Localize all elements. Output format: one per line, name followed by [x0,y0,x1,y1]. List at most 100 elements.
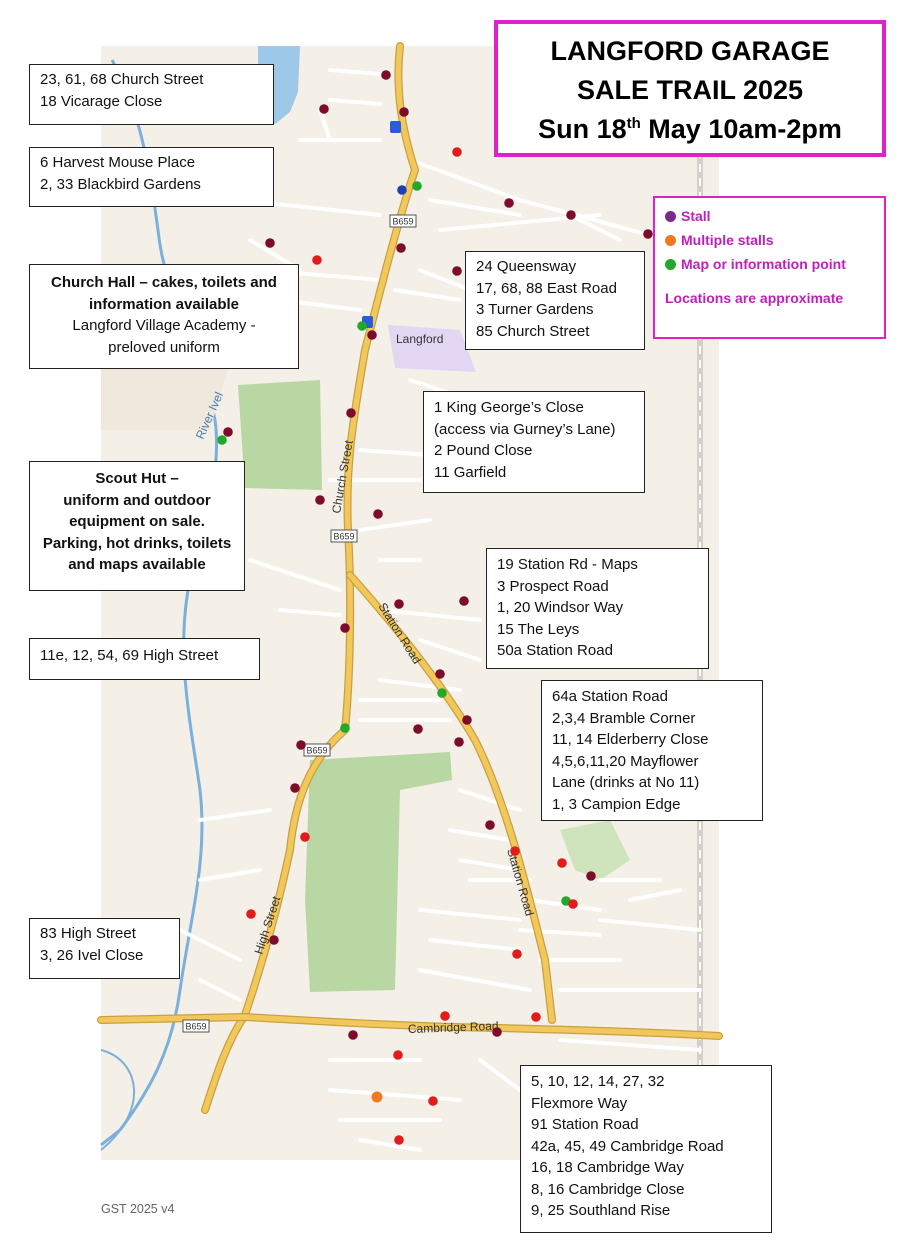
b659-shield-3: B659 [306,746,327,756]
stall-marker [452,266,462,276]
park-north [238,380,322,490]
box-line: 2 Pound Close [434,442,533,459]
red-marker [312,255,322,265]
red-marker [568,899,578,909]
red-marker [393,1050,403,1060]
stall-marker [504,198,514,208]
stall-marker [296,740,306,750]
stall-marker [290,783,300,793]
box-scout-hut: Scout Hut – uniform and outdoor equipmen… [29,461,245,591]
box-line: uniform and outdoor [63,491,211,509]
red-marker [440,1011,450,1021]
box-line: 1 King George’s Close [434,399,584,416]
info-dot-icon [665,258,676,270]
title-day: Sun 18 [538,114,627,144]
box-line: 15 The Leys [497,620,580,638]
box-line: information available [88,295,240,313]
stall-marker [319,104,329,114]
red-marker [300,832,310,842]
stall-marker [367,330,377,340]
legend-stall: Stall [681,208,711,224]
stall-marker [435,669,445,679]
box-line: 16, 18 Cambridge Way [531,1159,684,1176]
box-line: preloved uniform [108,338,220,356]
info-marker [437,688,447,698]
stall-marker [459,596,469,606]
stall-marker [566,210,576,220]
box-line: 8, 16 Cambridge Close [531,1180,685,1198]
box-line: Lane (drinks at No 11) [552,774,700,791]
box-line: 2, 33 Blackbird Gardens [40,175,201,193]
park-recreation [305,752,452,992]
box-line: 64a Station Road [552,688,668,705]
box-line: Parking, hot drinks, toilets [42,534,232,552]
box-ivel: 83 High Street 3, 26 Ivel Close [29,918,180,979]
box-line: 18 Vicarage Close [40,92,163,110]
box-line: (access via Gurney’s Lane) [434,420,616,438]
bus-stop-icon [390,121,401,133]
version-footer: GST 2025 v4 [101,1202,175,1216]
markers-layer [217,70,653,1145]
legend-info: Map or information point [681,256,846,272]
box-queensway: 24 Queensway 17, 68, 88 East Road 3 Turn… [465,251,645,350]
box-high-street: 11e, 12, 54, 69 High Street [29,638,260,680]
box-line: 85 Church Street [476,322,590,340]
box-king-george: 1 King George’s Close (access via Gurney… [423,391,645,493]
info-marker [217,435,227,445]
box-line: 50a Station Road [497,642,613,659]
box-line: 11 Garfield [434,463,507,481]
stall-marker [586,871,596,881]
box-church-street: 23, 61, 68 Church Street 18 Vicarage Clo… [29,64,274,125]
title-line-3: Sun 18th May 10am-2pm [498,110,882,149]
b659-shield-1: B659 [392,217,413,227]
stall-marker [485,820,495,830]
stall-marker [315,495,325,505]
box-line: 11, 14 Elderberry Close [552,731,709,748]
stall-marker [399,107,409,117]
box-line: 17, 68, 88 East Road [476,279,617,297]
stall-marker [346,408,356,418]
box-church-hall: Church Hall – cakes, toilets and informa… [29,264,299,369]
blue-marker [397,185,407,195]
title-line-2: SALE TRAIL 2025 [576,75,804,105]
box-line: 5, 10, 12, 14, 27, 32 [531,1073,665,1090]
b659-shield-2: B659 [333,532,354,542]
box-line: 9, 25 Southland Rise [531,1202,671,1219]
box-flexmore: 5, 10, 12, 14, 27, 32 Flexmore Way 91 St… [520,1065,772,1233]
box-line: 19 Station Rd - Maps [497,556,638,573]
box-station-rd: 19 Station Rd - Maps 3 Prospect Road 1, … [486,548,709,669]
box-line: 4,5,6,11,20 Mayflower [552,752,699,770]
stall-marker [348,1030,358,1040]
box-harvest: 6 Harvest Mouse Place 2, 33 Blackbird Ga… [29,147,274,207]
stall-marker [381,70,391,80]
legend-note: Locations are approximate [665,290,844,306]
box-bramble: 64a Station Road 2,3,4 Bramble Corner 11… [541,680,763,821]
box-line: and maps available [68,556,206,573]
red-marker [557,858,567,868]
title-box: LANGFORD GARAGE SALE TRAIL 2025 Sun 18th… [494,20,886,157]
title-line-1: LANGFORD GARAGE [550,36,830,66]
box-line: 6 Harvest Mouse Place [40,154,196,171]
park-small [560,820,630,880]
red-marker [510,846,520,856]
street-label-cambridge-road: Cambridge Road [408,1019,499,1036]
multiple-dot-icon [665,234,676,246]
stall-marker [373,509,383,519]
red-marker [452,147,462,157]
major-roads [97,42,723,1114]
box-line: 1, 20 Windsor Way [497,599,624,616]
langford-area [388,325,476,372]
box-line: 42a, 45, 49 Cambridge Road [531,1137,724,1155]
box-line: 3, 26 Ivel Close [40,946,144,964]
box-line: 11e, 12, 54, 69 High Street [40,647,219,664]
stall-marker [643,229,653,239]
box-line: Church Hall – cakes, toilets and [51,274,277,291]
road-shields: B659 B659 B659 B659 [182,214,417,1033]
box-line: 23, 61, 68 Church Street [40,71,204,88]
info-marker [340,723,350,733]
stall-marker [265,238,275,248]
stall-marker [413,724,423,734]
box-line: 2,3,4 Bramble Corner [552,709,696,727]
info-marker [357,321,367,331]
box-line: 83 High Street [40,925,136,942]
